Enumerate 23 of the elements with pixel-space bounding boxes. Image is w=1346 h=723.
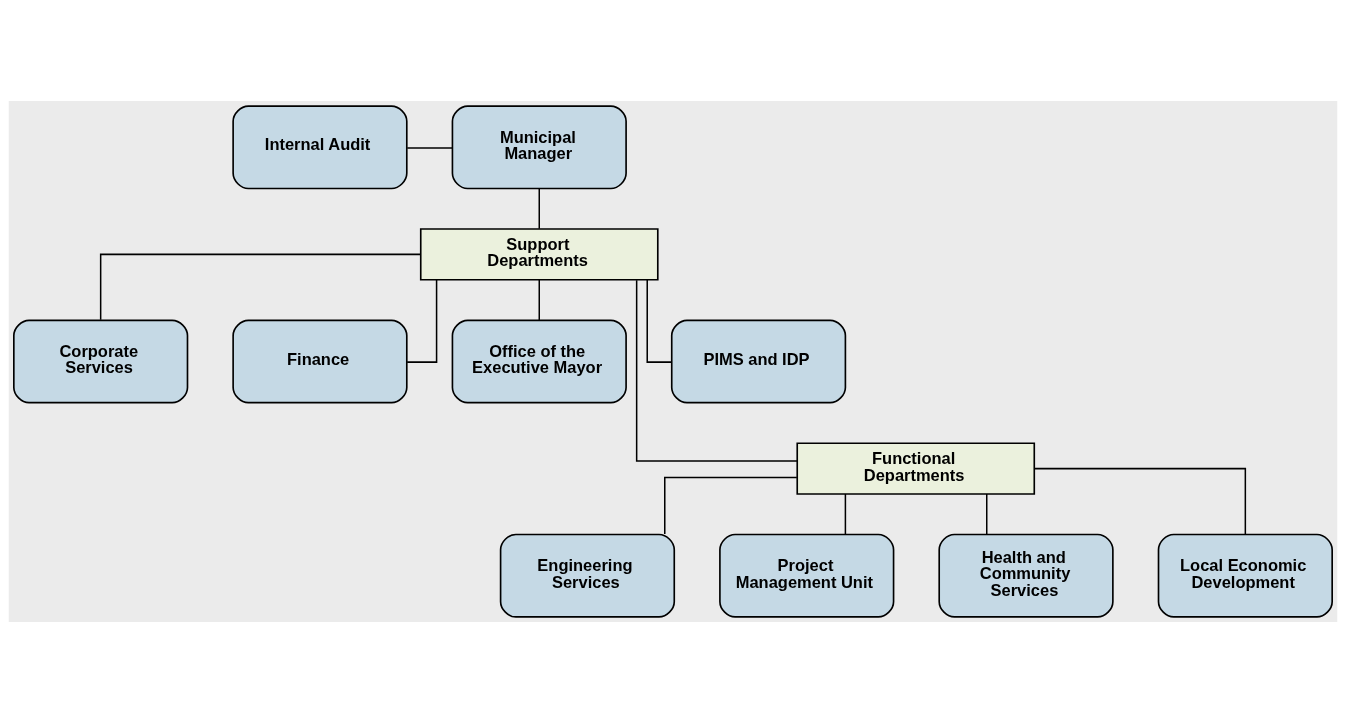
connector: [844, 493, 847, 535]
node-box: Functional Departments: [796, 442, 1036, 495]
node-box: PIMS and IDP: [670, 319, 847, 404]
connector: [664, 476, 798, 535]
node-box: Local Economic Development: [1157, 533, 1333, 618]
node-box: Project Management Unit: [719, 533, 895, 618]
connector: [99, 253, 422, 321]
connector: [986, 493, 988, 535]
connector: [646, 279, 673, 363]
connector: [406, 279, 438, 363]
connector: [1034, 467, 1247, 535]
node-box: Engineering Services: [499, 533, 676, 618]
connector: [538, 188, 540, 230]
node-box: Support Departments: [419, 228, 659, 281]
connector: [406, 147, 454, 149]
node-box: Corporate Services: [13, 319, 189, 404]
node-box: Office of the Executive Mayor: [451, 319, 627, 404]
connector: [538, 279, 540, 321]
connector: [635, 279, 798, 462]
node-box: Finance: [232, 319, 408, 404]
node-box: Municipal Manager: [451, 105, 627, 190]
node-box: Internal Audit: [232, 105, 408, 190]
node-box: Health and Community Services: [938, 533, 1114, 618]
